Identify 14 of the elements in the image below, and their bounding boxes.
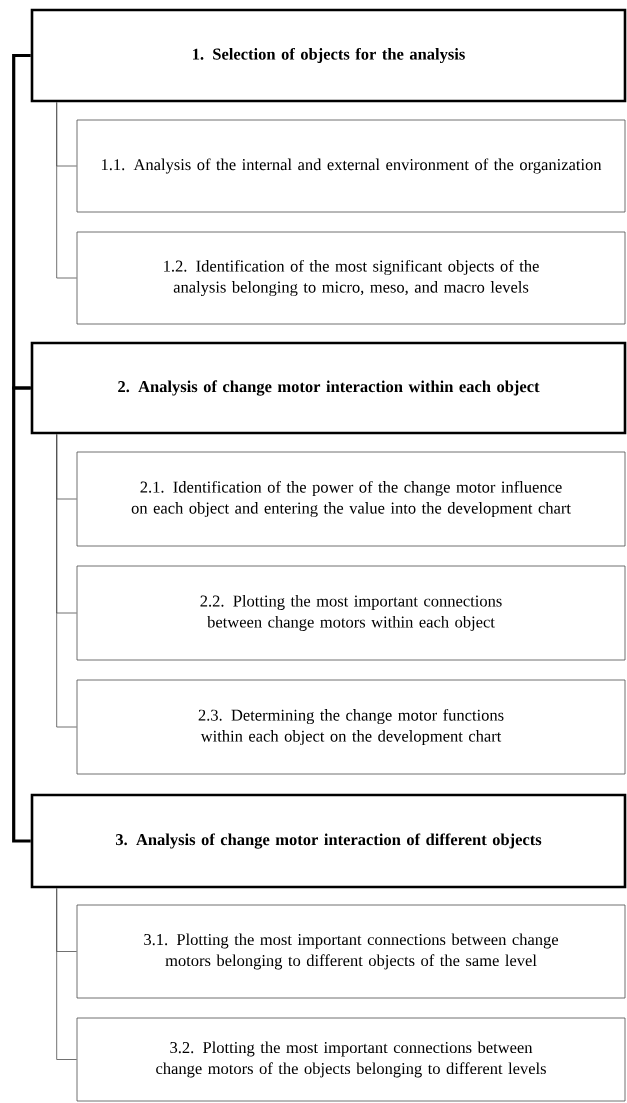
- substep-box: 1.1. Analysis of the internal and external environment of the organization: [76, 119, 626, 213]
- substep-box: 2.2. Plotting the most important connections between change motors within each object: [76, 565, 626, 661]
- substep-box: 1.2. Identification of the most significant objects of the analysis belonging to micro, meso, and macro levels: [76, 231, 626, 325]
- substep-box: 3.1. Plotting the most important connections between change motors belonging to different objects of the same level: [76, 904, 626, 999]
- step-box: 2. Analysis of change motor interaction within each object: [30, 341, 627, 435]
- connector-line: [56, 887, 77, 1060]
- step-box: 1. Selection of objects for the analysis: [30, 8, 627, 103]
- substep-box: 2.1. Identification of the power of the change motor influence on each object and entering the value into the development chart: [76, 451, 626, 547]
- substep-box: 2.3. Determining the change motor functions within each object on the development chart: [76, 679, 626, 775]
- connector-line: [12, 386, 31, 843]
- connector-line: [56, 101, 77, 279]
- step-box: 3. Analysis of change motor interaction of different objects: [30, 793, 627, 889]
- substep-box: 3.2. Plotting the most important connections between change motors of the objects belonging to different levels: [76, 1017, 626, 1102]
- connector-line: [56, 433, 77, 728]
